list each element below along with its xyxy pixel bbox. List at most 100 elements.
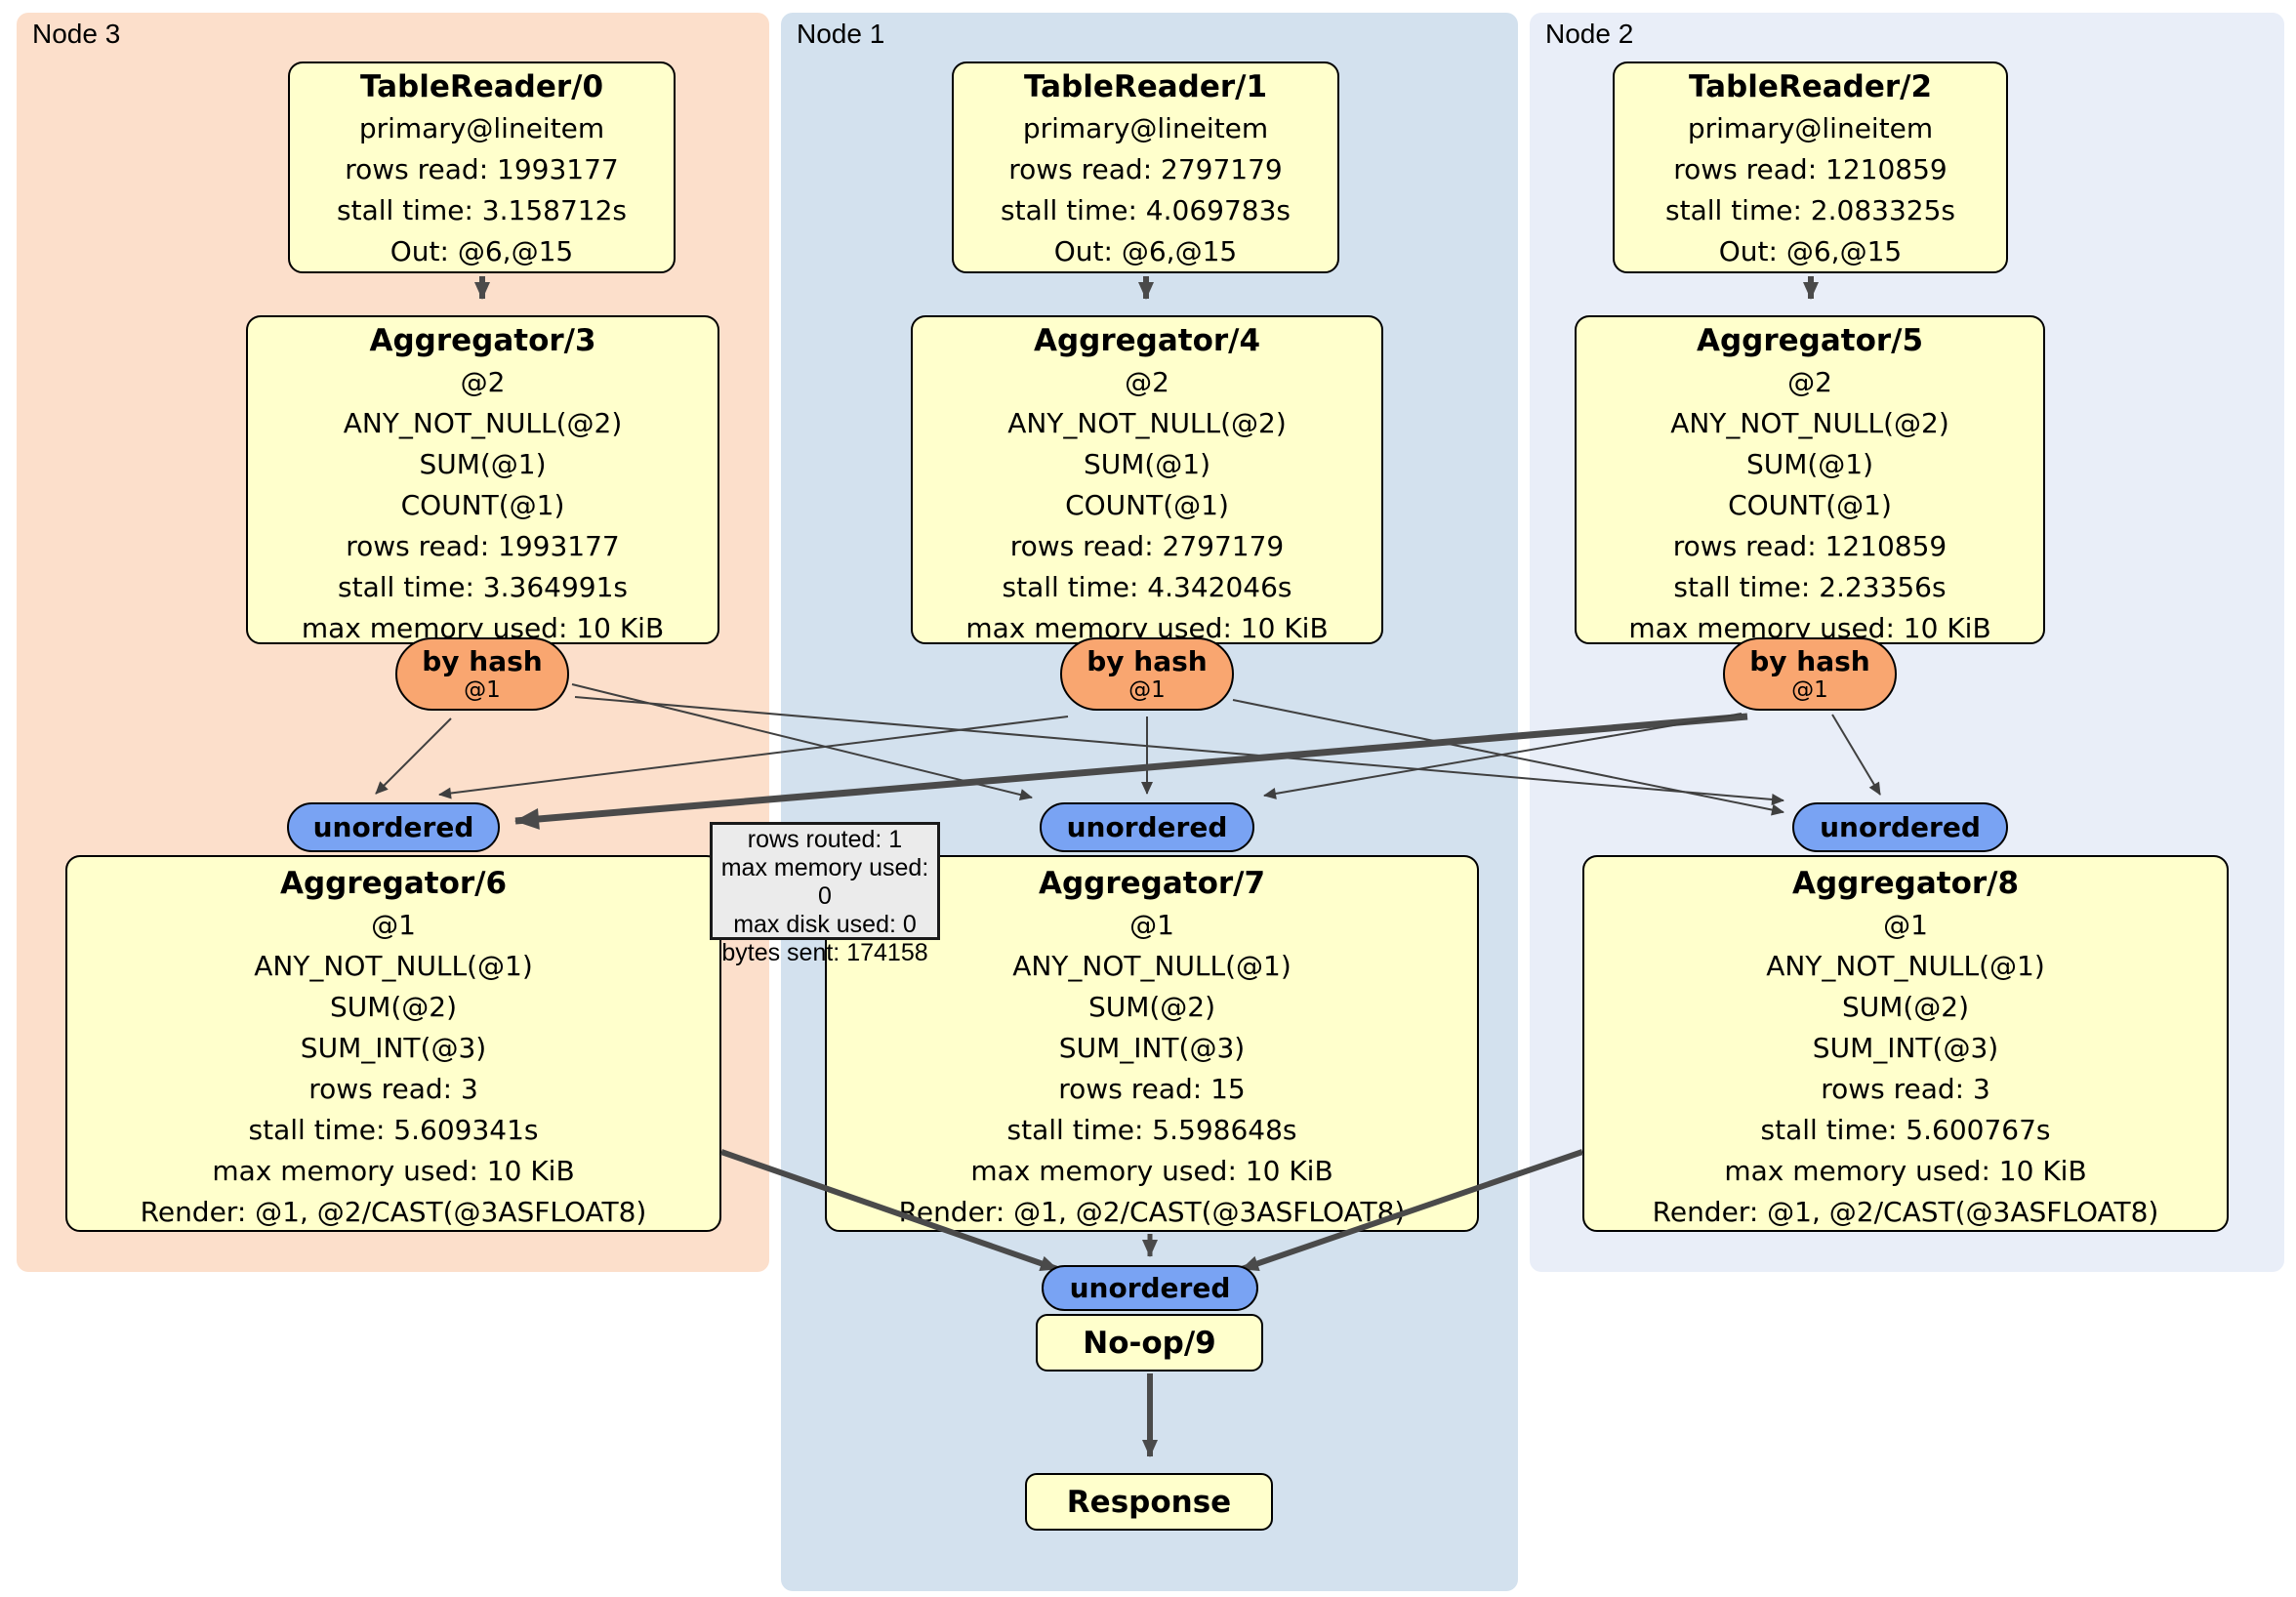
router-by-hash-1[interactable]: by hash @1: [1060, 637, 1234, 711]
processor-detail: ANY_NOT_NULL(@1): [1766, 950, 2045, 982]
processor-detail: SUM(@1): [1083, 448, 1211, 480]
router-by-hash-2[interactable]: by hash @1: [1723, 637, 1897, 711]
processor-response[interactable]: Response: [1025, 1473, 1273, 1531]
processor-detail: stall time: 4.342046s: [1002, 571, 1292, 603]
processor-detail: stall time: 2.23356s: [1673, 571, 1947, 603]
router-label: by hash: [422, 645, 543, 677]
processor-detail: max memory used: 10 KiB: [1724, 1155, 2087, 1187]
processor-detail: ANY_NOT_NULL(@2): [1007, 407, 1287, 439]
processor-detail: Out: @6,@15: [390, 235, 574, 267]
processor-title: Aggregator/3: [369, 323, 596, 358]
processor-detail: stall time: 5.598648s: [1006, 1114, 1297, 1146]
synchronizer-unordered-node1[interactable]: unordered: [1040, 802, 1254, 852]
processor-detail: primary@lineitem: [358, 112, 605, 144]
processor-title: Response: [1066, 1484, 1232, 1520]
sync-label: unordered: [312, 811, 474, 843]
processor-detail: rows read: 3: [1821, 1073, 1990, 1105]
processor-detail: max memory used: 10 KiB: [970, 1155, 1333, 1187]
processor-detail: Render: @1, @2/CAST(@3ASFLOAT8): [1652, 1196, 2159, 1228]
processor-detail: stall time: 3.364991s: [338, 571, 628, 603]
processor-detail: @2: [1787, 366, 1832, 398]
processor-detail: @1: [1883, 909, 1928, 941]
tooltip-line: max memory used: 0: [720, 854, 929, 910]
processor-detail: SUM(@1): [1745, 448, 1874, 480]
processor-detail: SUM_INT(@3): [1812, 1032, 1999, 1064]
router-detail: @1: [1128, 677, 1166, 703]
tooltip-line: max disk used: 0: [733, 911, 917, 938]
synchronizer-unordered-final[interactable]: unordered: [1042, 1265, 1258, 1311]
processor-tablereader-0[interactable]: TableReader/0 primary@lineitem rows read…: [288, 61, 676, 273]
router-by-hash-3[interactable]: by hash @1: [395, 637, 569, 711]
router-detail: @1: [464, 677, 501, 703]
sync-label: unordered: [1820, 811, 1981, 843]
processor-detail: @2: [460, 366, 506, 398]
processor-detail: @2: [1125, 366, 1169, 398]
processor-aggregator-3[interactable]: Aggregator/3 @2 ANY_NOT_NULL(@2) SUM(@1)…: [246, 315, 719, 644]
sync-label: unordered: [1069, 1272, 1231, 1304]
processor-tablereader-2[interactable]: TableReader/2 primary@lineitem rows read…: [1613, 61, 2008, 273]
processor-title: TableReader/2: [1688, 69, 1933, 104]
processor-detail: primary@lineitem: [1022, 112, 1269, 144]
processor-detail: SUM(@2): [1087, 991, 1216, 1023]
processor-detail: rows read: 2797179: [1008, 153, 1283, 185]
region-node3-label: Node 3: [32, 19, 121, 49]
processor-detail: Render: @1, @2/CAST(@3ASFLOAT8): [898, 1196, 1406, 1228]
processor-detail: rows read: 1993177: [346, 530, 620, 562]
processor-detail: rows read: 15: [1058, 1073, 1246, 1105]
processor-aggregator-4[interactable]: Aggregator/4 @2 ANY_NOT_NULL(@2) SUM(@1)…: [911, 315, 1383, 644]
processor-detail: SUM_INT(@3): [300, 1032, 487, 1064]
processor-detail: COUNT(@1): [400, 489, 565, 521]
processor-detail: stall time: 5.609341s: [248, 1114, 539, 1146]
processor-detail: @1: [371, 909, 416, 941]
processor-detail: @1: [1129, 909, 1174, 941]
synchronizer-unordered-node3[interactable]: unordered: [287, 802, 500, 852]
processor-aggregator-8[interactable]: Aggregator/8 @1 ANY_NOT_NULL(@1) SUM(@2)…: [1582, 855, 2229, 1232]
tooltip-line: bytes sent: 174158: [721, 939, 928, 966]
processor-detail: max memory used: 10 KiB: [212, 1155, 575, 1187]
router-label: by hash: [1086, 645, 1208, 677]
processor-aggregator-5[interactable]: Aggregator/5 @2 ANY_NOT_NULL(@2) SUM(@1)…: [1575, 315, 2045, 644]
processor-detail: ANY_NOT_NULL(@1): [1012, 950, 1292, 982]
edge-stats-tooltip: rows routed: 1 max memory used: 0 max di…: [710, 822, 940, 966]
processor-detail: stall time: 3.158712s: [337, 194, 627, 226]
processor-detail: stall time: 4.069783s: [1001, 194, 1291, 226]
processor-detail: SUM(@1): [419, 448, 547, 480]
processor-aggregator-6[interactable]: Aggregator/6 @1 ANY_NOT_NULL(@1) SUM(@2)…: [65, 855, 721, 1232]
processor-detail: Out: @6,@15: [1718, 235, 1903, 267]
processor-detail: COUNT(@1): [1065, 489, 1229, 521]
processor-detail: primary@lineitem: [1687, 112, 1934, 144]
processor-detail: SUM(@2): [329, 991, 458, 1023]
processor-detail: stall time: 2.083325s: [1665, 194, 1955, 226]
processor-detail: ANY_NOT_NULL(@2): [1670, 407, 1949, 439]
processor-detail: rows read: 3: [308, 1073, 478, 1105]
sync-label: unordered: [1066, 811, 1228, 843]
processor-title: Aggregator/8: [1791, 866, 2020, 901]
processor-title: Aggregator/6: [279, 866, 508, 901]
region-node2-label: Node 2: [1545, 19, 1634, 49]
processor-detail: COUNT(@1): [1728, 489, 1892, 521]
synchronizer-unordered-node2[interactable]: unordered: [1792, 802, 2008, 852]
processor-noop-9[interactable]: No-op/9: [1036, 1314, 1263, 1372]
region-node1-label: Node 1: [797, 19, 885, 49]
processor-detail: rows read: 2797179: [1009, 530, 1285, 562]
tooltip-line: rows routed: 1: [747, 826, 903, 853]
processor-title: No-op/9: [1083, 1325, 1216, 1361]
processor-detail: Render: @1, @2/CAST(@3ASFLOAT8): [140, 1196, 647, 1228]
processor-detail: ANY_NOT_NULL(@1): [254, 950, 533, 982]
router-detail: @1: [1791, 677, 1828, 703]
processor-detail: stall time: 5.600767s: [1760, 1114, 2051, 1146]
router-label: by hash: [1749, 645, 1870, 677]
processor-title: TableReader/0: [359, 69, 604, 104]
processor-tablereader-1[interactable]: TableReader/1 primary@lineitem rows read…: [952, 61, 1339, 273]
processor-detail: Out: @6,@15: [1053, 235, 1238, 267]
processor-detail: SUM_INT(@3): [1058, 1032, 1246, 1064]
processor-title: Aggregator/5: [1696, 323, 1924, 358]
processor-detail: rows read: 1993177: [345, 153, 619, 185]
processor-detail: ANY_NOT_NULL(@2): [343, 407, 623, 439]
processor-detail: rows read: 1210859: [1673, 153, 1948, 185]
processor-detail: SUM(@2): [1841, 991, 1970, 1023]
processor-title: TableReader/1: [1023, 69, 1268, 104]
processor-title: Aggregator/7: [1038, 866, 1266, 901]
processor-detail: rows read: 1210859: [1672, 530, 1948, 562]
